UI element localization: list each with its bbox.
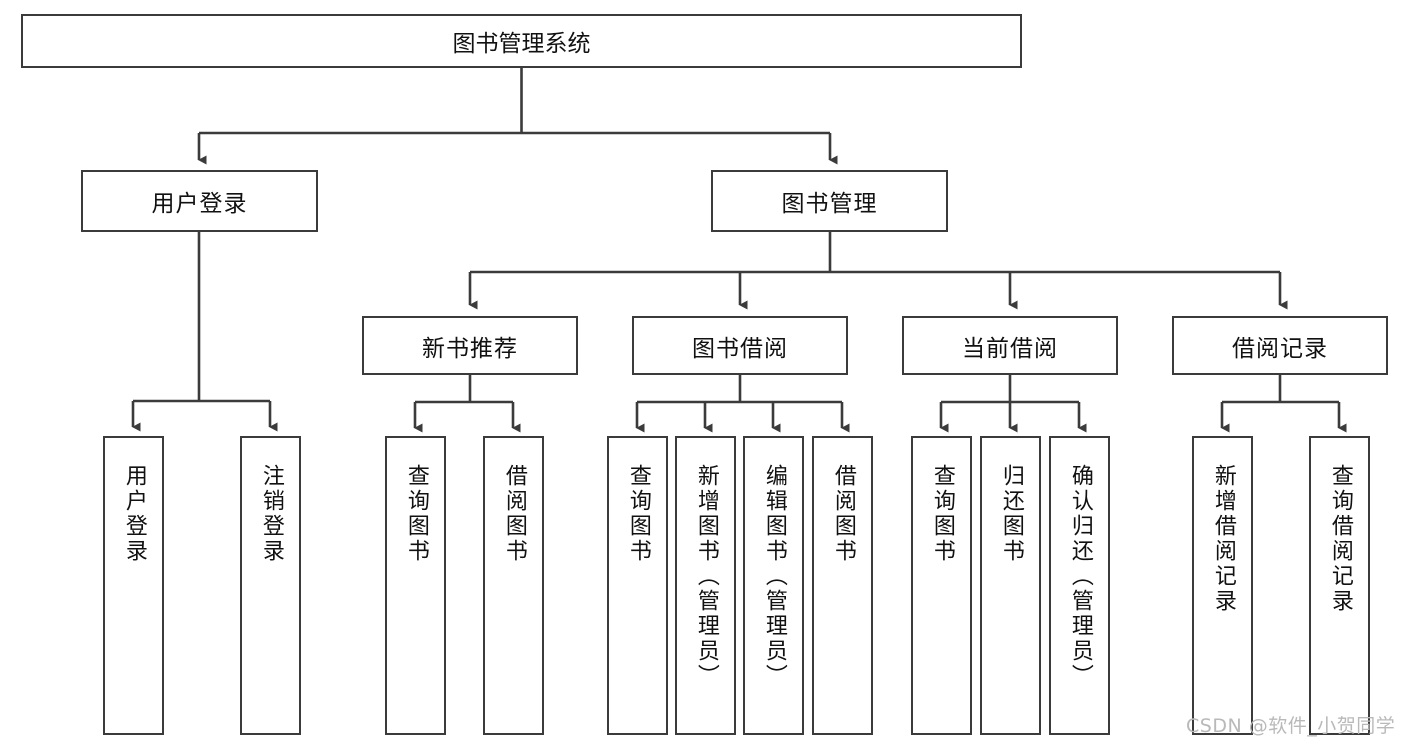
csdn-watermark: CSDN @软件_小贺同学 (1186, 715, 1396, 737)
leaf-book-borrow-edit[interactable]: 编辑图书（管理员） (743, 436, 804, 735)
leaf-label: 编辑图书（管理员） (761, 464, 787, 689)
node-label: 当前借阅 (962, 335, 1058, 362)
leaf-label: 查询图书 (403, 464, 429, 564)
leaf-label: 新增图书（管理员） (693, 464, 719, 689)
node-root-system[interactable]: 图书管理系统 (21, 14, 1022, 68)
node-current-borrow[interactable]: 当前借阅 (902, 316, 1118, 375)
leaf-label: 查询图书 (625, 464, 651, 564)
leaf-label: 归还图书 (998, 464, 1024, 564)
leaf-label: 查询借阅记录 (1327, 464, 1353, 614)
leaf-current-borrow-confirm-return[interactable]: 确认归还（管理员） (1049, 436, 1110, 735)
leaf-user-login-logout[interactable]: 注销登录 (240, 436, 301, 735)
leaf-book-borrow-add[interactable]: 新增图书（管理员） (675, 436, 736, 735)
leaf-book-borrow-query[interactable]: 查询图书 (607, 436, 668, 735)
node-user-login[interactable]: 用户登录 (81, 170, 318, 232)
leaf-label: 查询图书 (929, 464, 955, 564)
node-label: 图书借阅 (692, 335, 788, 362)
node-label: 新书推荐 (422, 335, 518, 362)
node-label: 图书管理系统 (452, 31, 591, 57)
leaf-current-borrow-return[interactable]: 归还图书 (980, 436, 1041, 735)
node-label: 图书管理 (781, 191, 878, 217)
leaf-borrow-record-query[interactable]: 查询借阅记录 (1309, 436, 1370, 735)
leaf-label: 借阅图书 (501, 464, 527, 564)
node-label: 用户登录 (151, 191, 248, 217)
leaf-current-borrow-query[interactable]: 查询图书 (911, 436, 972, 735)
node-label: 借阅记录 (1232, 335, 1328, 362)
leaf-user-login-login[interactable]: 用户登录 (103, 436, 164, 735)
leaf-borrow-record-add[interactable]: 新增借阅记录 (1192, 436, 1253, 735)
leaf-label: 确认归还（管理员） (1067, 464, 1093, 689)
leaf-label: 注销登录 (258, 464, 284, 564)
leaf-new-book-query[interactable]: 查询图书 (385, 436, 446, 735)
node-borrow-record[interactable]: 借阅记录 (1172, 316, 1388, 375)
leaf-label: 新增借阅记录 (1210, 464, 1236, 614)
node-new-book-recommend[interactable]: 新书推荐 (362, 316, 578, 375)
node-book-management[interactable]: 图书管理 (711, 170, 948, 232)
leaf-label: 用户登录 (121, 464, 147, 564)
node-book-borrow[interactable]: 图书借阅 (632, 316, 848, 375)
leaf-new-book-borrow[interactable]: 借阅图书 (483, 436, 544, 735)
leaf-label: 借阅图书 (830, 464, 856, 564)
leaf-book-borrow-borrow[interactable]: 借阅图书 (812, 436, 873, 735)
